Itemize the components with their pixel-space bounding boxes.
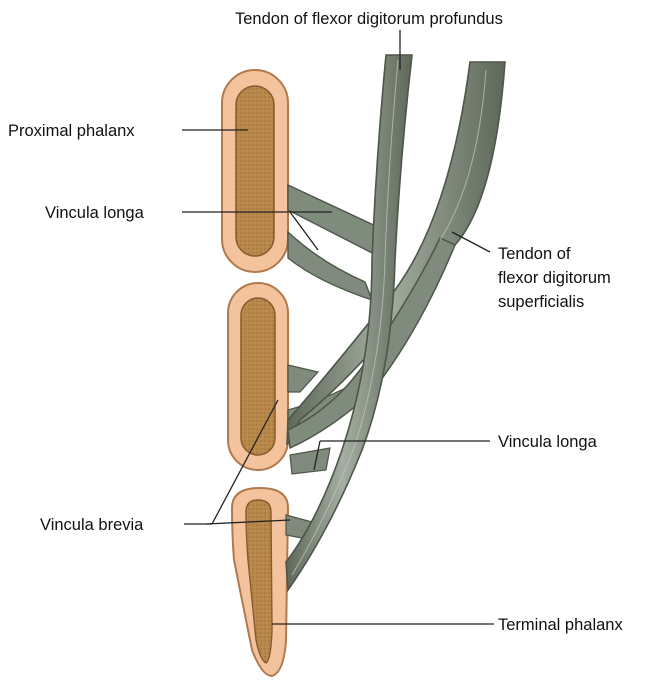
fds-tendon-label-line3: superficialis (498, 293, 584, 311)
vincula-brevia-label: Vincula brevia (40, 516, 144, 534)
fdp-tendon-label: Tendon of flexor digitorum profundus (235, 10, 503, 28)
middle-phalanx-bone (228, 283, 288, 470)
fds-tendon-label-line1: Tendon of (498, 245, 571, 263)
vincula-longa-lower-label: Vincula longa (498, 433, 598, 451)
terminal-phalanx-label: Terminal phalanx (498, 616, 623, 634)
proximal-phalanx-bone (222, 70, 288, 272)
proximal-phalanx-label: Proximal phalanx (8, 122, 135, 140)
terminal-phalanx-bone (232, 488, 288, 676)
fds-tendon-label-line2: flexor digitorum (498, 269, 611, 287)
vincula-longa-upper-label: Vincula longa (45, 204, 145, 222)
